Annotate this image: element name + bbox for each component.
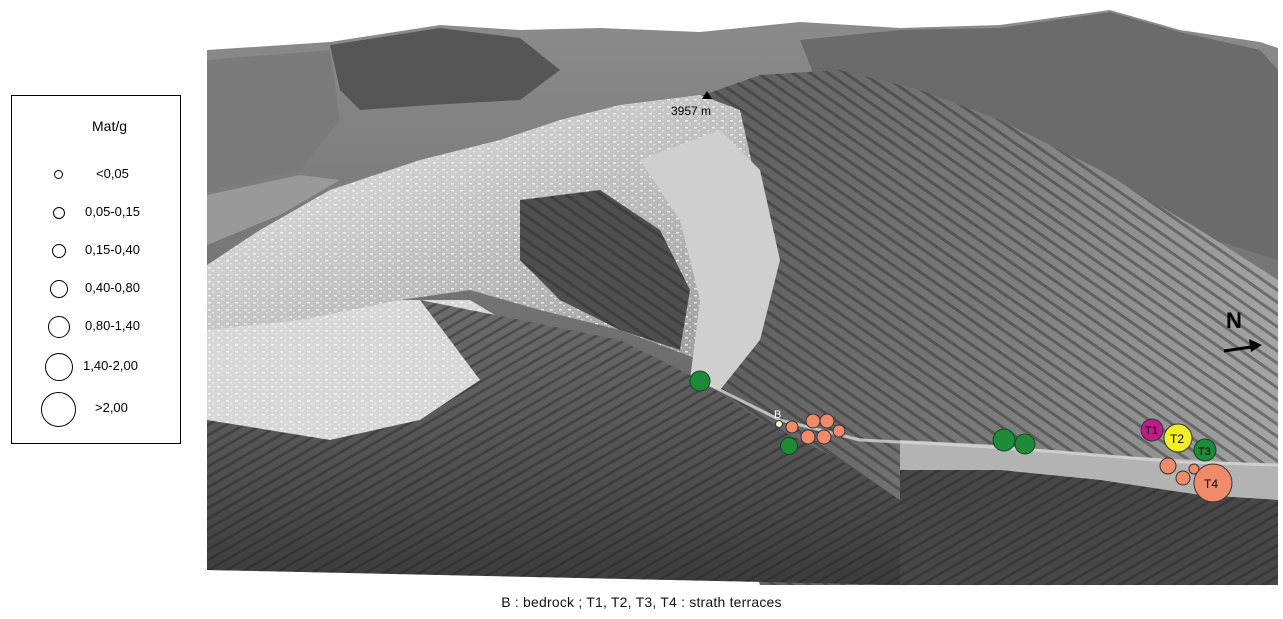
legend-label: >2,00 — [95, 400, 128, 415]
terrace-t1-point — [1140, 418, 1164, 442]
north-label: N — [1226, 308, 1242, 333]
legend-circle-icon — [50, 280, 68, 298]
terrace-t1-label: T1 — [1145, 425, 1158, 437]
legend-label: <0,05 — [96, 166, 129, 181]
legend-label: 0,15-0,40 — [85, 242, 140, 257]
bedrock-label: B — [774, 409, 781, 421]
legend-circle-icon — [54, 170, 63, 179]
peak-elevation-label: 3957 m — [671, 104, 712, 118]
legend-circle-icon — [48, 316, 70, 338]
terrace-t3-point — [1193, 438, 1217, 462]
bedrock-sample-point — [775, 420, 783, 428]
terrace-t2-point — [1163, 423, 1193, 453]
legend-label: 0,40-0,80 — [85, 280, 140, 295]
legend-item: 0,15-0,40 — [12, 236, 182, 266]
sample-point — [1159, 457, 1177, 475]
terrace-t3-label: T3 — [1198, 446, 1211, 458]
sample-point — [805, 413, 821, 429]
legend-item: <0,05 — [12, 160, 182, 190]
sample-point — [689, 370, 711, 392]
sample-point — [819, 413, 835, 429]
legend-circle-icon — [52, 244, 66, 258]
legend-label: 1,40-2,00 — [83, 358, 138, 373]
terrace-t4-label: T4 — [1204, 477, 1218, 491]
terrace-t2-label: T2 — [1170, 432, 1184, 446]
terrace-t4-point — [1193, 463, 1233, 503]
sample-point — [992, 428, 1016, 452]
marker-labels: B T1 T2 T3 T4 — [774, 409, 1218, 491]
sample-point — [800, 429, 816, 445]
legend-label: 0,05-0,15 — [85, 204, 140, 219]
sample-point — [1014, 433, 1036, 455]
sample-markers — [689, 339, 1262, 503]
sample-point — [780, 437, 798, 455]
legend-item: 0,40-0,80 — [12, 274, 182, 304]
legend-item: >2,00 — [12, 392, 182, 427]
north-arrowhead-icon — [1249, 339, 1262, 352]
sample-point — [785, 420, 799, 434]
relief — [207, 10, 1279, 585]
legend-circle-icon — [41, 392, 76, 427]
legend-circle-icon — [45, 353, 73, 381]
legend-item: 0,05-0,15 — [12, 198, 182, 228]
legend-title: Mat/g — [92, 118, 128, 134]
figure-caption: B : bedrock ; T1, T2, T3, T4 : strath te… — [501, 594, 782, 610]
sample-point — [1188, 463, 1200, 475]
legend-item: 0,80-1,40 — [12, 312, 182, 342]
sample-point — [1175, 470, 1191, 486]
sample-point — [816, 429, 832, 445]
sample-point — [832, 424, 846, 438]
legend: Mat/g <0,05 0,05-0,15 0,15-0,40 0,40-0,8… — [11, 95, 181, 444]
legend-item: 1,40-2,00 — [12, 352, 182, 382]
legend-label: 0,80-1,40 — [85, 318, 140, 333]
legend-circle-icon — [53, 207, 65, 219]
peak-marker-icon — [702, 91, 712, 99]
